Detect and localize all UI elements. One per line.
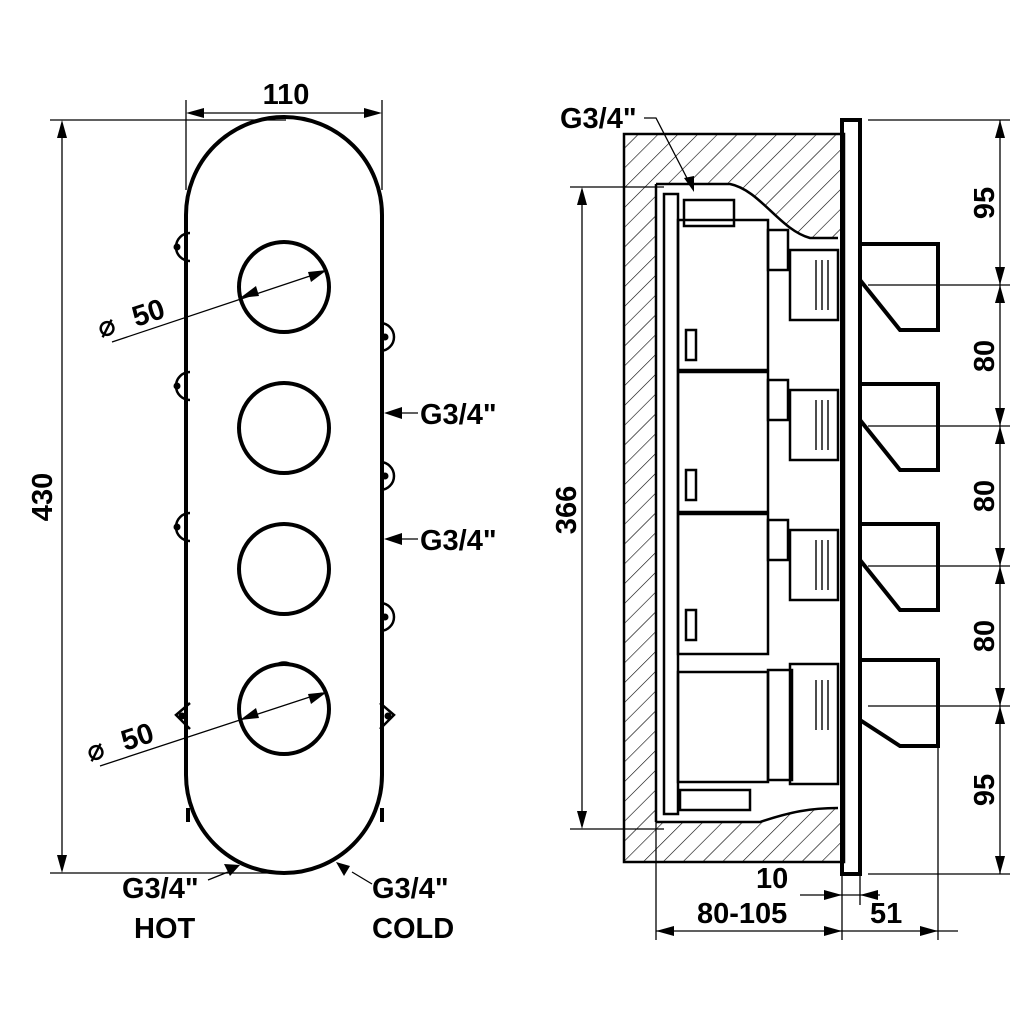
depth-range-label: 80-105: [697, 898, 787, 930]
handles: [858, 242, 940, 748]
diameter-bottom-callout: ⌀ 50: [82, 692, 327, 769]
control-hole-1: [237, 240, 331, 334]
handle-axes: [868, 119, 1010, 875]
side-view: 95 80 80 80 95 366 G3/4": [551, 103, 1010, 940]
wall-section: [622, 132, 846, 864]
handle-depth-label: 51: [870, 898, 902, 930]
control-hole-4: [237, 662, 331, 756]
handle-4: [858, 658, 940, 748]
height-dimension: 430: [27, 119, 286, 874]
mounting-lugs: [173, 231, 396, 822]
control-hole-2: [237, 381, 331, 475]
spacing-3-label: 80: [969, 620, 1001, 652]
spacing-labels: 95 80 80 80 95: [969, 187, 1001, 806]
valve-springs: [815, 260, 829, 730]
inlet-callouts: G3/4" HOT G3/4" COLD: [122, 862, 454, 945]
inlet-hot-label: HOT: [134, 913, 196, 945]
spacing-top-label: 95: [969, 187, 1001, 219]
height-dimension-label: 430: [27, 473, 59, 521]
diameter-top-label: 50: [128, 293, 169, 333]
side-thread-lower-label: G3/4": [420, 525, 497, 557]
spacing-2-label: 80: [969, 480, 1001, 512]
top-thread-label: G3/4": [560, 103, 637, 135]
depth-dimensions: 10 80-105 51: [655, 746, 958, 940]
inlet-cold-thread: G3/4": [372, 873, 449, 905]
valve-body: [662, 192, 840, 816]
diameter-top-symbol: ⌀: [93, 309, 120, 345]
spacing-1-label: 80: [969, 340, 1001, 372]
handle-2: [858, 382, 940, 472]
diameter-top-callout: ⌀ 50: [93, 270, 327, 345]
control-holes: [237, 240, 331, 756]
handle-3: [858, 522, 940, 612]
side-thread-upper-label: G3/4": [420, 399, 497, 431]
inlet-cold-label: COLD: [372, 913, 454, 945]
spacing-bottom-label: 95: [969, 774, 1001, 806]
top-thread-callout: G3/4": [560, 103, 694, 192]
side-thread-callouts: G3/4" G3/4": [384, 399, 497, 557]
plate-thickness-label: 10: [756, 863, 788, 895]
width-dimension-label: 110: [263, 79, 310, 111]
front-plate: [840, 118, 862, 876]
diameter-bottom-label: 50: [117, 717, 158, 757]
diameter-bottom-symbol: ⌀: [82, 733, 109, 769]
handle-1: [858, 242, 940, 332]
spacing-arrows: [995, 120, 1005, 874]
body-height-dimension: 366: [551, 186, 664, 830]
cover-plate: [184, 115, 384, 875]
control-hole-3: [237, 522, 331, 616]
inlet-hot-thread: G3/4": [122, 873, 199, 905]
front-view: 110 430 ⌀ 50 ⌀ 50: [27, 79, 497, 945]
body-height-label: 366: [551, 486, 583, 534]
width-dimension: 110: [185, 79, 383, 190]
